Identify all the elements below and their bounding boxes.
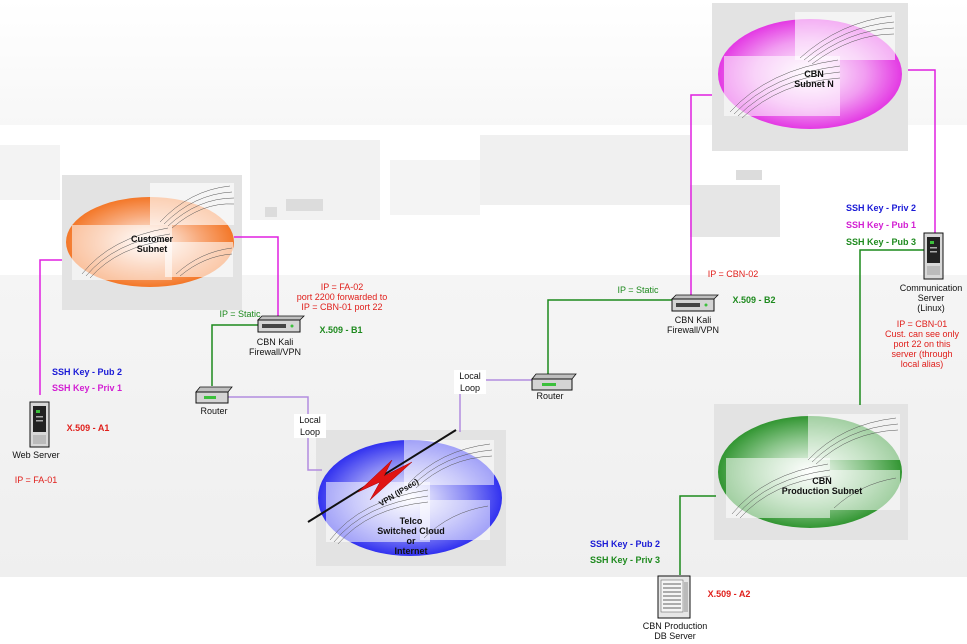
production-subnet-label: CBN Production Subnet — [762, 476, 882, 496]
cbn-subnet-n-label: CBN Subnet N — [774, 69, 854, 89]
ip-static-left-label: IP = Static — [212, 309, 268, 319]
ip-static-right-label: IP = Static — [610, 285, 666, 295]
db-key-pub2: SSH Key - Pub 2 — [590, 539, 674, 549]
db-key-priv3: SSH Key - Priv 3 — [590, 555, 674, 565]
web-key-pub2: SSH Key - Pub 2 — [52, 367, 136, 377]
router-right-icon[interactable] — [532, 374, 576, 390]
comm-server-label: Communication Server (Linux) — [896, 283, 966, 313]
web-key-priv1: SSH Key - Priv 1 — [52, 383, 136, 393]
x509-a1-label: X.509 - A1 — [58, 423, 118, 433]
comm-key-pub3: SSH Key - Pub 3 — [846, 237, 930, 247]
router-left-label: Router — [192, 406, 236, 416]
local-loop-right-label: Local Loop — [454, 370, 486, 394]
x509-b2-label: X.509 - B2 — [727, 295, 781, 305]
production-subnet-cloud — [714, 404, 908, 540]
fa02-annotation: IP = FA-02 port 2200 forwarded to IP = C… — [286, 282, 398, 312]
local-loop-left-label: Local Loop — [294, 414, 326, 438]
firewall-right-icon[interactable] — [672, 295, 718, 311]
fa01-annotation: IP = FA-01 — [10, 475, 62, 485]
cbn01-annotation: IP = CBN-01 Cust. can see only port 22 o… — [877, 319, 967, 369]
comm-key-pub1: SSH Key - Pub 1 — [846, 220, 930, 230]
x509-b1-label: X.509 - B1 — [314, 325, 368, 335]
db-server-icon[interactable] — [658, 576, 690, 618]
router-right-label: Router — [528, 391, 572, 401]
router-left-icon[interactable] — [196, 387, 232, 403]
comm-key-priv2: SSH Key - Priv 2 — [846, 203, 930, 213]
x509-a2-label: X.509 - A2 — [700, 589, 758, 599]
telco-cloud-label: Telco Switched Cloud or Internet — [366, 516, 456, 556]
web-server-icon[interactable] — [30, 402, 49, 447]
cbn02-annotation: IP = CBN-02 — [700, 269, 766, 279]
db-server-label: CBN Production DB Server — [634, 621, 716, 641]
firewall-right-label: CBN Kali Firewall/VPN — [658, 315, 728, 335]
firewall-left-label: CBN Kali Firewall/VPN — [240, 337, 310, 357]
customer-subnet-label: Customer Subnet — [112, 234, 192, 254]
web-server-label: Web Server — [6, 450, 66, 460]
